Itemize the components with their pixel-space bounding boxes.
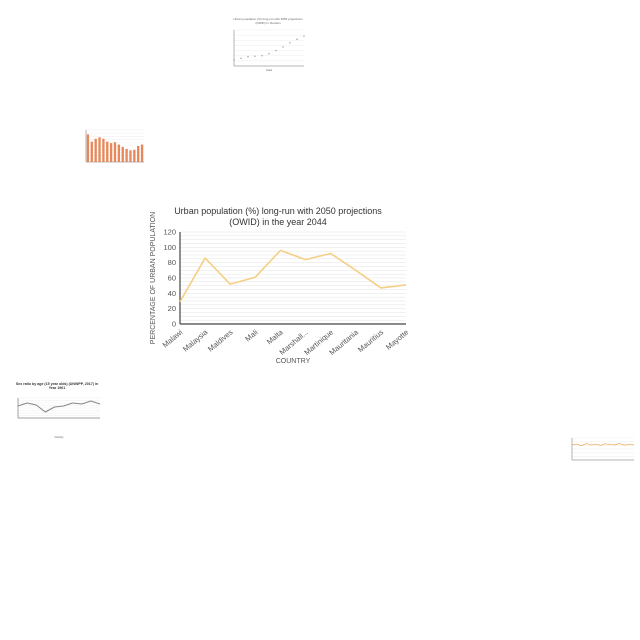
y-tick-label: 100 [163,243,176,252]
left-bar-chart [80,126,148,170]
y-tick-label: 120 [163,228,176,237]
series-line [571,443,635,447]
x-tick-label: Malaysia [181,327,210,353]
bar [113,142,117,162]
series-line [17,400,101,413]
data-point [268,52,270,55]
series-line [179,249,407,303]
bar [129,150,132,162]
bar [98,137,101,162]
bar [125,148,128,162]
data-point [240,57,242,59]
bar [121,146,124,162]
y-tick-label: 60 [168,274,176,283]
top-scatter-chart: Urban population (%) long-run with 2050 … [226,17,310,72]
data-point [261,55,263,57]
right-line-svg [571,437,635,461]
bar [106,141,109,162]
bottom-left-title: Sex ratio by age (15 year olds) (UNWPP, … [15,382,99,391]
x-tick-label: Mali [243,327,260,343]
x-tick-label: Mayotte [384,328,410,352]
bar [117,144,121,162]
data-point [233,59,235,61]
data-point [296,38,298,40]
x-tick-label: Mauritius [356,327,385,354]
left-bar-svg [85,129,144,163]
bar [140,144,144,162]
y-axis-label: PERCENTAGE OF URBAN POPULATION [150,212,157,344]
y-tick-label: 80 [168,258,176,267]
right-line-chart [564,430,636,474]
y-tick-label: 0 [172,320,176,329]
data-point [254,55,256,57]
x-axis-label: Country [54,435,64,439]
data-point [275,49,277,52]
top-scatter-svg: Years [233,29,305,72]
bar [86,134,90,162]
main-chart: Urban population (%) long-run with 2050 … [148,204,414,369]
x-tick-label: Maldives [206,327,235,353]
x-tick-label: Malta [265,327,285,346]
bar [94,138,97,162]
x-axis-label: Years [266,69,273,72]
bar [90,141,93,162]
x-axis-label: COUNTRY [276,358,311,365]
bar [137,146,140,162]
y-tick-label: 40 [168,289,176,298]
data-point [282,46,284,48]
main-chart-title: Urban population (%) long-run with 2050 … [174,206,382,228]
data-point [289,42,291,44]
bottom-left-line-svg: Country [17,397,101,439]
bottom-left-line-chart: Sex ratio by age (15 year olds) (UNWPP, … [6,382,106,440]
y-tick-label: 20 [168,304,176,313]
bar [133,149,136,162]
bar [102,138,105,162]
bar [109,143,113,162]
top-scatter-title: Urban population (%) long-run with 2050 … [233,17,303,25]
data-point [303,35,305,37]
data-point [247,56,249,58]
